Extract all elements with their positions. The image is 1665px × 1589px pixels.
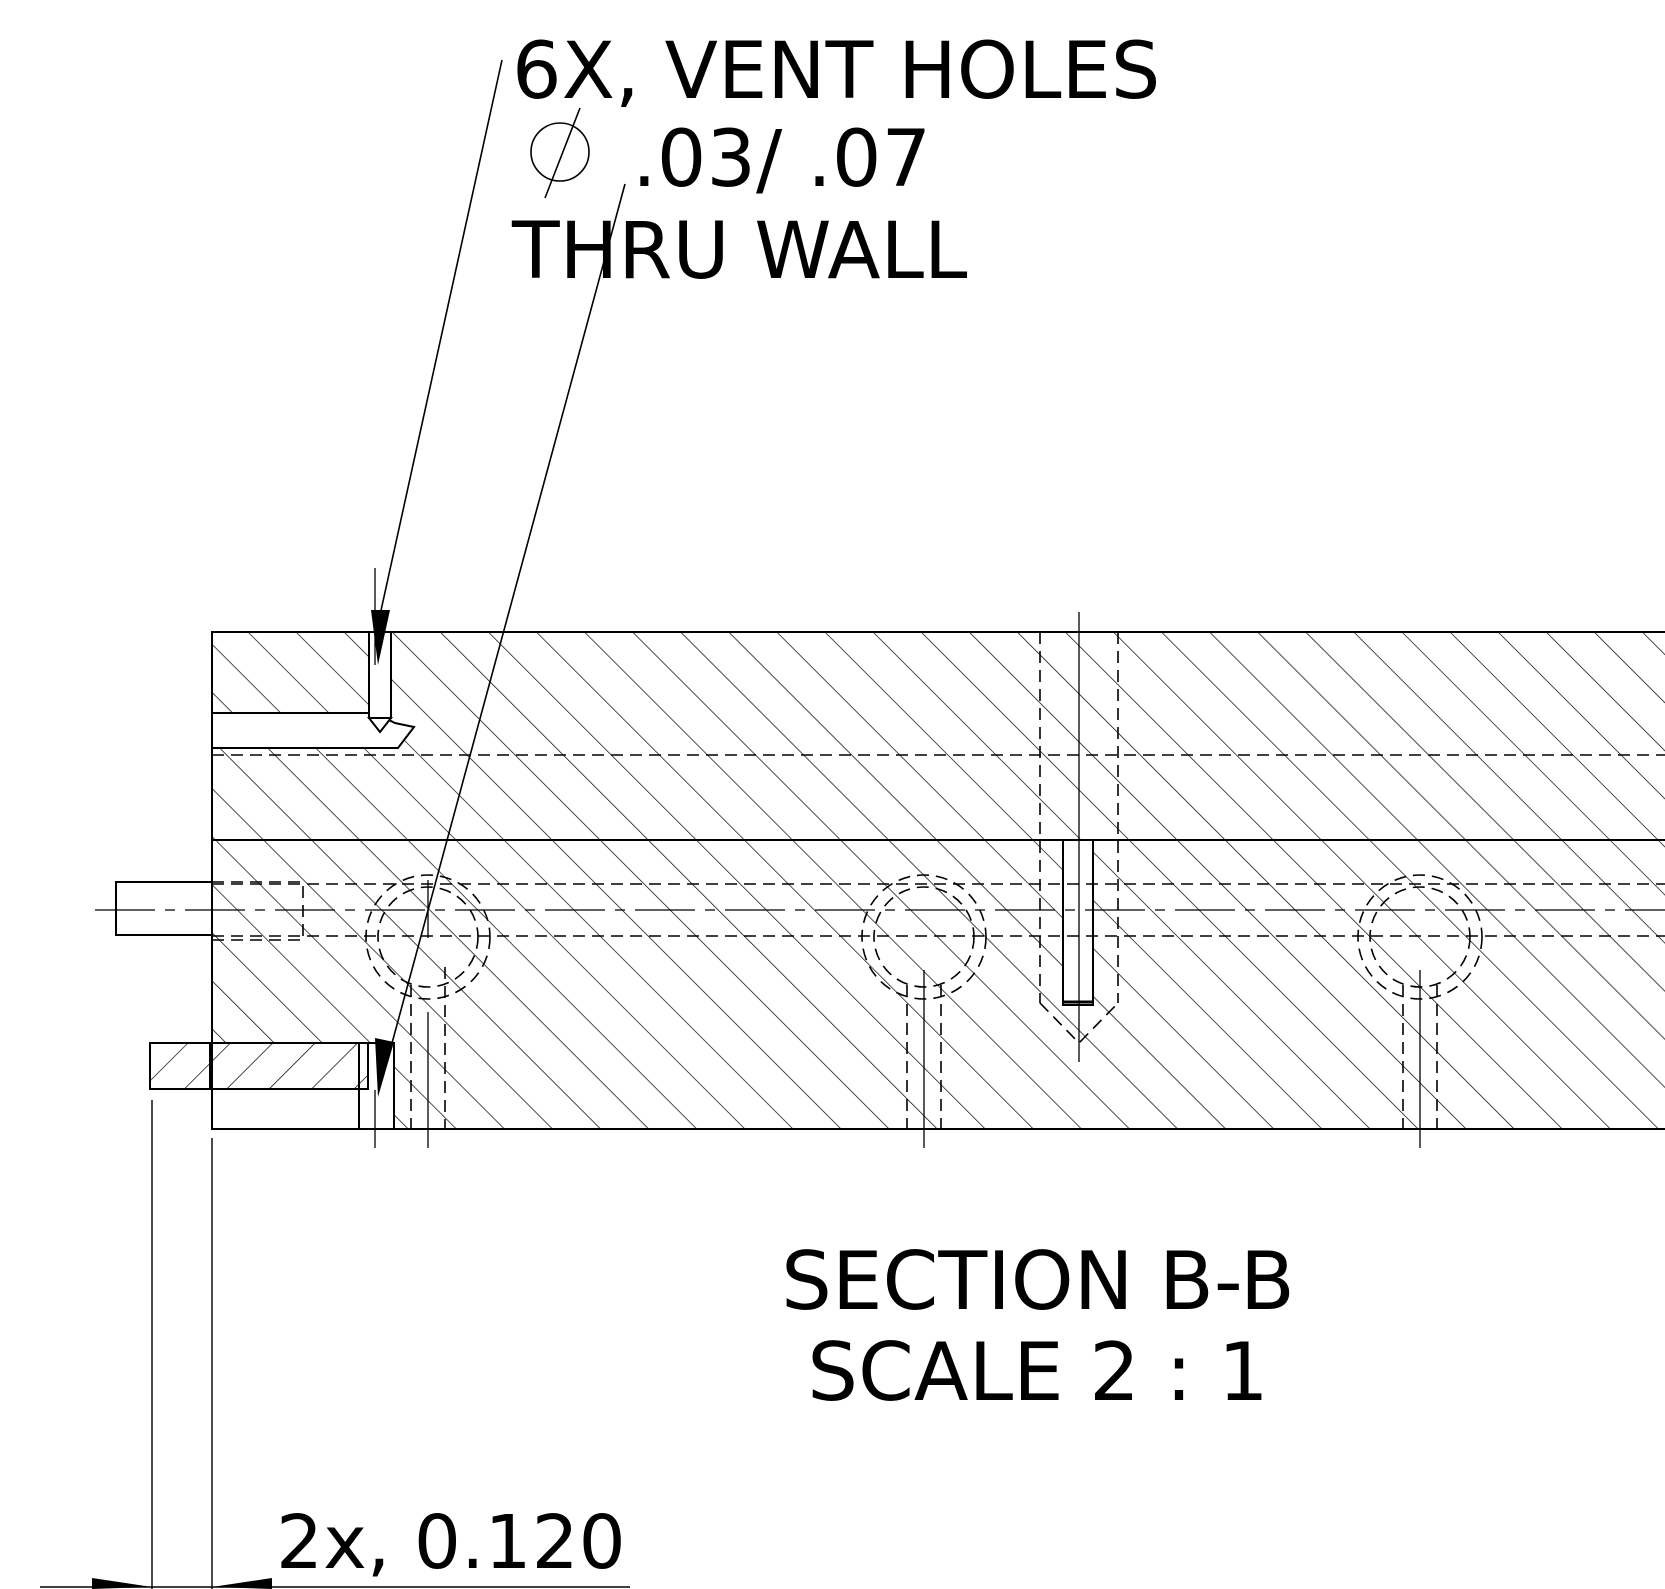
dimension-2x-0120: 2x, 0.120 (40, 1100, 630, 1589)
section-title: SECTION B-B (781, 1235, 1295, 1328)
dimension-label: 2x, 0.120 (276, 1500, 626, 1586)
leader-arrowhead-top (371, 610, 390, 665)
diameter-symbol-icon (530, 107, 590, 199)
top-vent-tip (366, 717, 394, 734)
callout-line-1: 6X, VENT HOLES (512, 27, 1160, 117)
section-scale: SCALE 2 : 1 (807, 1326, 1269, 1419)
section-label: SECTION B-B SCALE 2 : 1 (781, 1235, 1295, 1419)
dimension-arrow-right (212, 1578, 272, 1589)
callout-line-2: .03/ .07 (632, 115, 931, 205)
left-pin-stub (115, 881, 213, 936)
screw-shank-hatch-head (150, 1043, 210, 1089)
dimension-arrow-left (92, 1578, 152, 1589)
callout-leaders (379, 59, 626, 1081)
callout-line-3: THRU WALL (511, 207, 968, 297)
leader-arrowhead-bottom (375, 1038, 394, 1097)
callout-note: 6X, VENT HOLES .03/ .07 THRU WALL (511, 27, 1160, 297)
upper-block-hatch (212, 632, 1665, 840)
section-body (115, 631, 1665, 1130)
center-bore (1062, 839, 1094, 1006)
center-lines (95, 568, 1665, 1148)
body-outline (211, 631, 1665, 1130)
